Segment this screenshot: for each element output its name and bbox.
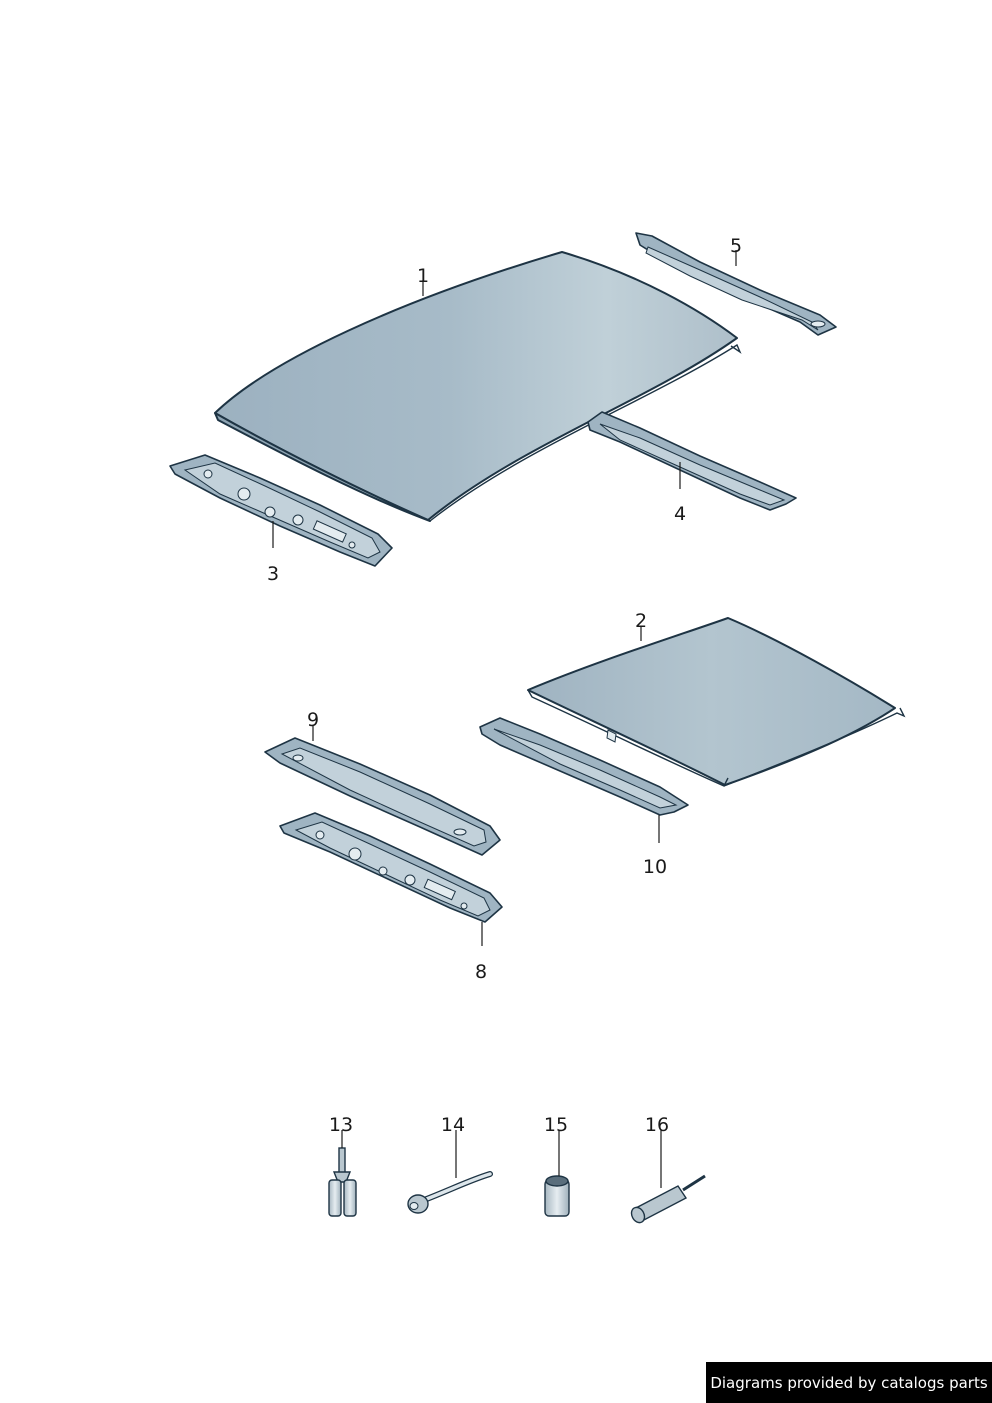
adhesive-cartridge-13 [328, 1147, 357, 1217]
credit-banner: Diagrams provided by catalogs parts [706, 1362, 992, 1403]
callout-13: 13 [329, 1114, 353, 1136]
callout-8: 8 [475, 961, 487, 983]
callout-10: 10 [643, 856, 667, 878]
roof-frame-front [169, 454, 393, 567]
roof-bow-rear [587, 411, 797, 511]
callout-5: 5 [730, 235, 742, 257]
callout-3: 3 [267, 563, 279, 585]
callout-16: 16 [645, 1114, 669, 1136]
roof-frame-alt-9 [264, 737, 501, 856]
nozzle-hose-14 [407, 1171, 493, 1214]
roof-panel-large [214, 251, 742, 522]
applicator-tube-16 [630, 1174, 706, 1224]
primer-can-15 [544, 1175, 570, 1217]
roof-bow-front [479, 717, 689, 816]
callout-1: 1 [417, 265, 429, 287]
callout-14: 14 [441, 1114, 465, 1136]
callout-2: 2 [635, 610, 647, 632]
roof-frame-rear [635, 232, 837, 336]
callout-4: 4 [674, 503, 686, 525]
roof-frame-alt-8 [279, 812, 503, 923]
callout-15: 15 [544, 1114, 568, 1136]
roof-panel-small [527, 617, 906, 787]
callout-9: 9 [307, 709, 319, 731]
